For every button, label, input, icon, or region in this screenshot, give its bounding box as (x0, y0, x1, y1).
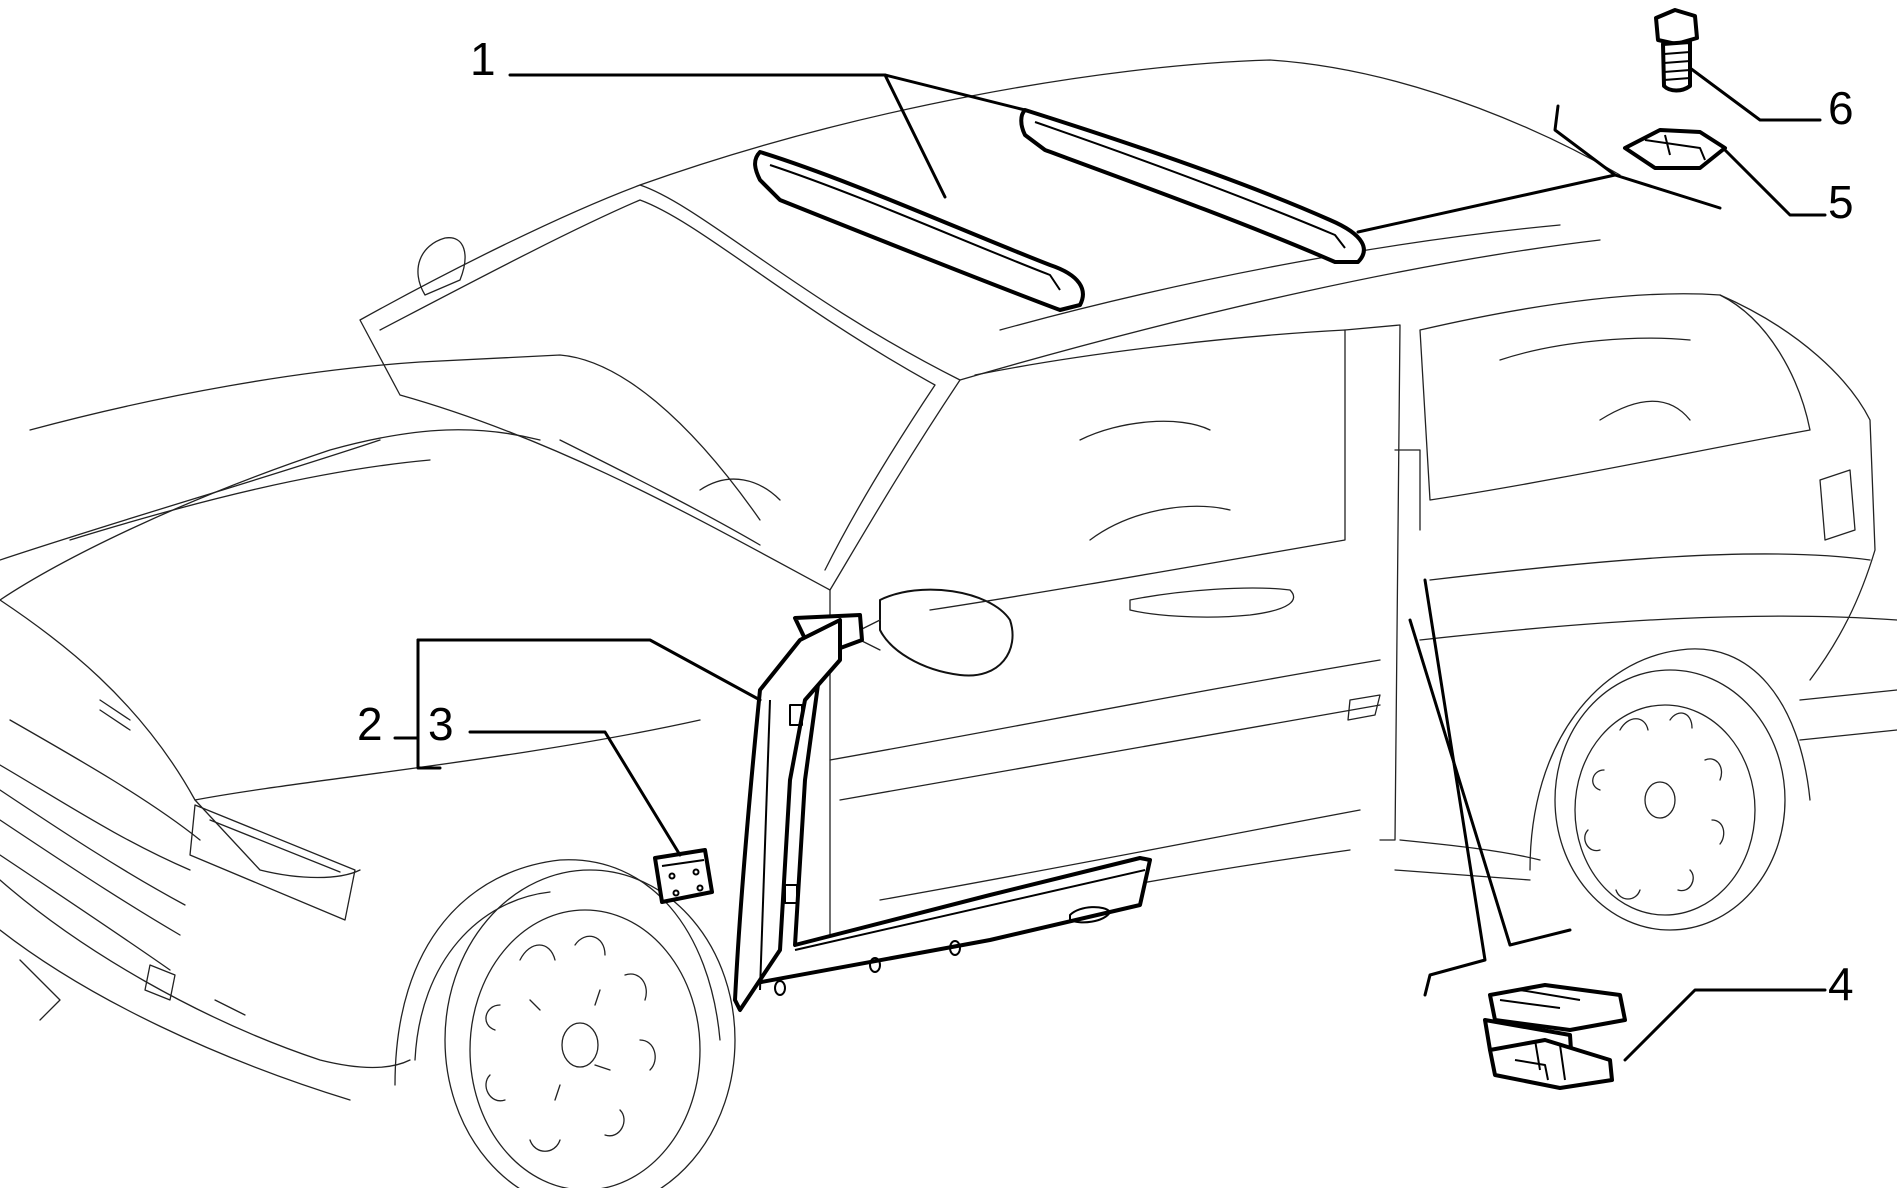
a-pillar-sill-reinforcement[interactable] (733, 613, 1152, 1012)
callout-2: 2 (357, 698, 383, 750)
callout-3: 3 (428, 698, 454, 750)
callout-6: 6 (1828, 82, 1854, 134)
hex-bolt[interactable] (1654, 8, 1699, 93)
mounting-clip[interactable] (1483, 983, 1627, 1090)
adhesive-pad[interactable] (653, 848, 714, 904)
callout-labels: 1 2 3 4 5 6 (357, 33, 1854, 1010)
bracket-nut[interactable] (1623, 128, 1727, 170)
roof-rail-rear[interactable] (1019, 108, 1366, 264)
callout-1: 1 (470, 33, 496, 85)
roof-rail-front[interactable] (753, 150, 1085, 312)
callout-5: 5 (1828, 176, 1854, 228)
leader-lines (393, 66, 1827, 1062)
car-body-outline (0, 59, 1897, 1188)
callout-4: 4 (1828, 958, 1854, 1010)
